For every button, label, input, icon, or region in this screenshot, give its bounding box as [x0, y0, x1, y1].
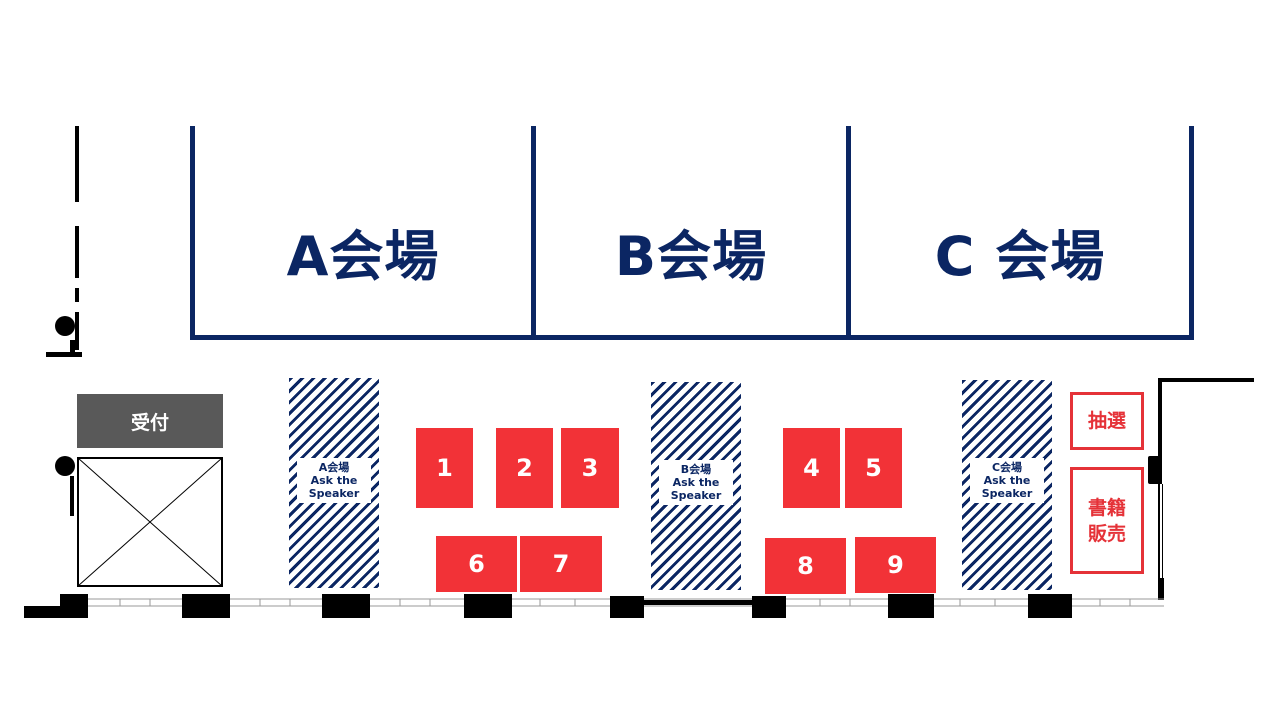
ask-zone-hall: A会場 [318, 461, 350, 474]
book-sales-line2: 販売 [1087, 522, 1126, 545]
ask-speaker-zone-b: B会場 Ask the Speaker [651, 382, 741, 590]
left-wall-column [55, 316, 75, 336]
ask-zone-hall: C会場 [991, 461, 1023, 474]
left-wall-segment [70, 476, 74, 516]
booth-8[interactable]: 8 [765, 538, 846, 594]
right-wall-thin [1158, 484, 1160, 580]
hall-frame [190, 126, 1194, 340]
book-sales-line1: 書籍 [1087, 496, 1126, 519]
ask-zone-line1: Ask the [983, 474, 1031, 487]
ask-speaker-zone-c: C会場 Ask the Speaker [962, 380, 1052, 590]
booth-2[interactable]: 2 [496, 428, 553, 508]
storage-box [77, 457, 223, 587]
booth-6[interactable]: 6 [436, 536, 517, 592]
lottery-area[interactable]: 抽選 [1070, 392, 1144, 450]
ask-zone-line2: Speaker [308, 487, 360, 500]
book-sales-area[interactable]: 書籍 販売 [1070, 467, 1144, 574]
ask-zone-line2: Speaker [670, 489, 722, 502]
bottom-window-wall [24, 594, 1164, 618]
ask-zone-line2: Speaker [981, 487, 1033, 500]
right-wall-bottom [1158, 578, 1164, 600]
hall-b-label: B会場 [614, 225, 768, 288]
left-wall-segment [75, 126, 79, 202]
hall-divider-bc [846, 126, 851, 340]
booth-1[interactable]: 1 [416, 428, 473, 508]
hall-divider-ab [531, 126, 536, 340]
booth-4[interactable]: 4 [783, 428, 840, 508]
booth-5[interactable]: 5 [845, 428, 902, 508]
ask-zone-hall: B会場 [680, 463, 712, 476]
left-wall-segment [75, 226, 79, 278]
left-wall-segment [46, 352, 82, 357]
hall-a-label: A会場 [286, 225, 440, 288]
left-wall-segment [70, 340, 75, 356]
right-wall-thin [1162, 484, 1163, 580]
hall-c-label: C 会場 [934, 225, 1106, 288]
left-wall-segment [75, 312, 79, 350]
ask-zone-line1: Ask the [672, 476, 720, 489]
right-wall-column [1148, 456, 1162, 484]
left-wall-segment [75, 288, 79, 302]
booth-9[interactable]: 9 [855, 537, 936, 593]
right-wall-top [1158, 378, 1254, 382]
ask-zone-line1: Ask the [310, 474, 358, 487]
left-wall-column [55, 456, 75, 476]
booth-7[interactable]: 7 [520, 536, 602, 592]
right-wall-side [1158, 378, 1162, 484]
reception-desk: 受付 [77, 394, 223, 448]
ask-speaker-zone-a: A会場 Ask the Speaker [289, 378, 379, 588]
booth-3[interactable]: 3 [561, 428, 619, 508]
